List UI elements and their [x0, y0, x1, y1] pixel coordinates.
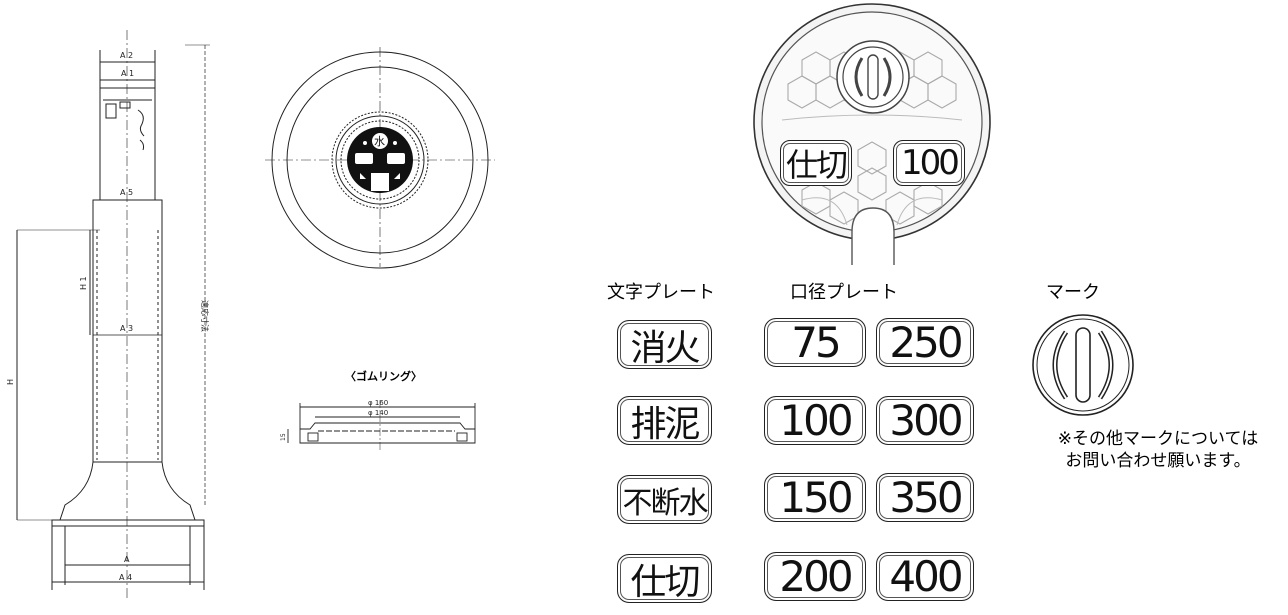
label-h1: H 1: [79, 276, 88, 290]
note-line1: ※その他マークについては: [1057, 429, 1259, 449]
label-a: A: [124, 555, 130, 564]
header-diameter-plate: 口径プレート: [790, 282, 898, 303]
diameter-plate-350: 350: [876, 473, 974, 522]
label-a1: A 1: [121, 69, 134, 78]
diameter-plate-75: 75: [764, 318, 866, 367]
note-line2: お問い合わせ願います。: [1065, 451, 1251, 471]
text-plate-haidei: 排泥: [617, 396, 712, 445]
label-tekio: 適応寸法: [200, 300, 210, 332]
text-plate-shoka: 消火: [617, 320, 712, 369]
label-h: H: [6, 379, 15, 385]
side-elevation-drawing: A 2 A 1 A 5 A 3 A A 4 H 1 H 適応寸法: [6, 30, 210, 600]
label-dim: 15: [280, 433, 287, 441]
diameter-plate-400: 400: [876, 552, 974, 601]
diameter-plate-100: 100: [764, 396, 866, 445]
cover-plate-left: 仕切: [780, 140, 852, 186]
text-plate-shikiri: 仕切: [617, 554, 712, 603]
diameter-plate-250: 250: [876, 318, 974, 367]
svg-text:水: 水: [374, 135, 385, 148]
text-plate-fudansui: 不断水: [617, 475, 712, 524]
cover-plate-right: 100: [893, 140, 965, 186]
label-a4: A 4: [119, 573, 132, 582]
header-mark: マーク: [1046, 282, 1100, 303]
diameter-plate-200: 200: [764, 552, 866, 601]
label-phi140: φ 140: [368, 409, 388, 417]
rubber-ring-title: 〈ゴムリング〉: [345, 370, 422, 383]
cover-illustration: [753, 3, 991, 265]
mark-note: ※その他マークについては お問い合わせ願います。: [1028, 428, 1288, 472]
label-a3: A 3: [120, 324, 133, 333]
rubber-ring-drawing: φ 160 φ 140 15: [280, 399, 476, 450]
label-a2: A 2: [120, 51, 133, 60]
water-mark-icon: [1032, 314, 1134, 416]
label-a5: A 5: [120, 188, 133, 197]
diameter-plate-300: 300: [876, 396, 974, 445]
label-phi160: φ 160: [368, 399, 388, 407]
diameter-plate-150: 150: [764, 473, 866, 522]
header-text-plate: 文字プレート: [607, 282, 715, 303]
plan-view-drawing: 水: [265, 47, 495, 269]
